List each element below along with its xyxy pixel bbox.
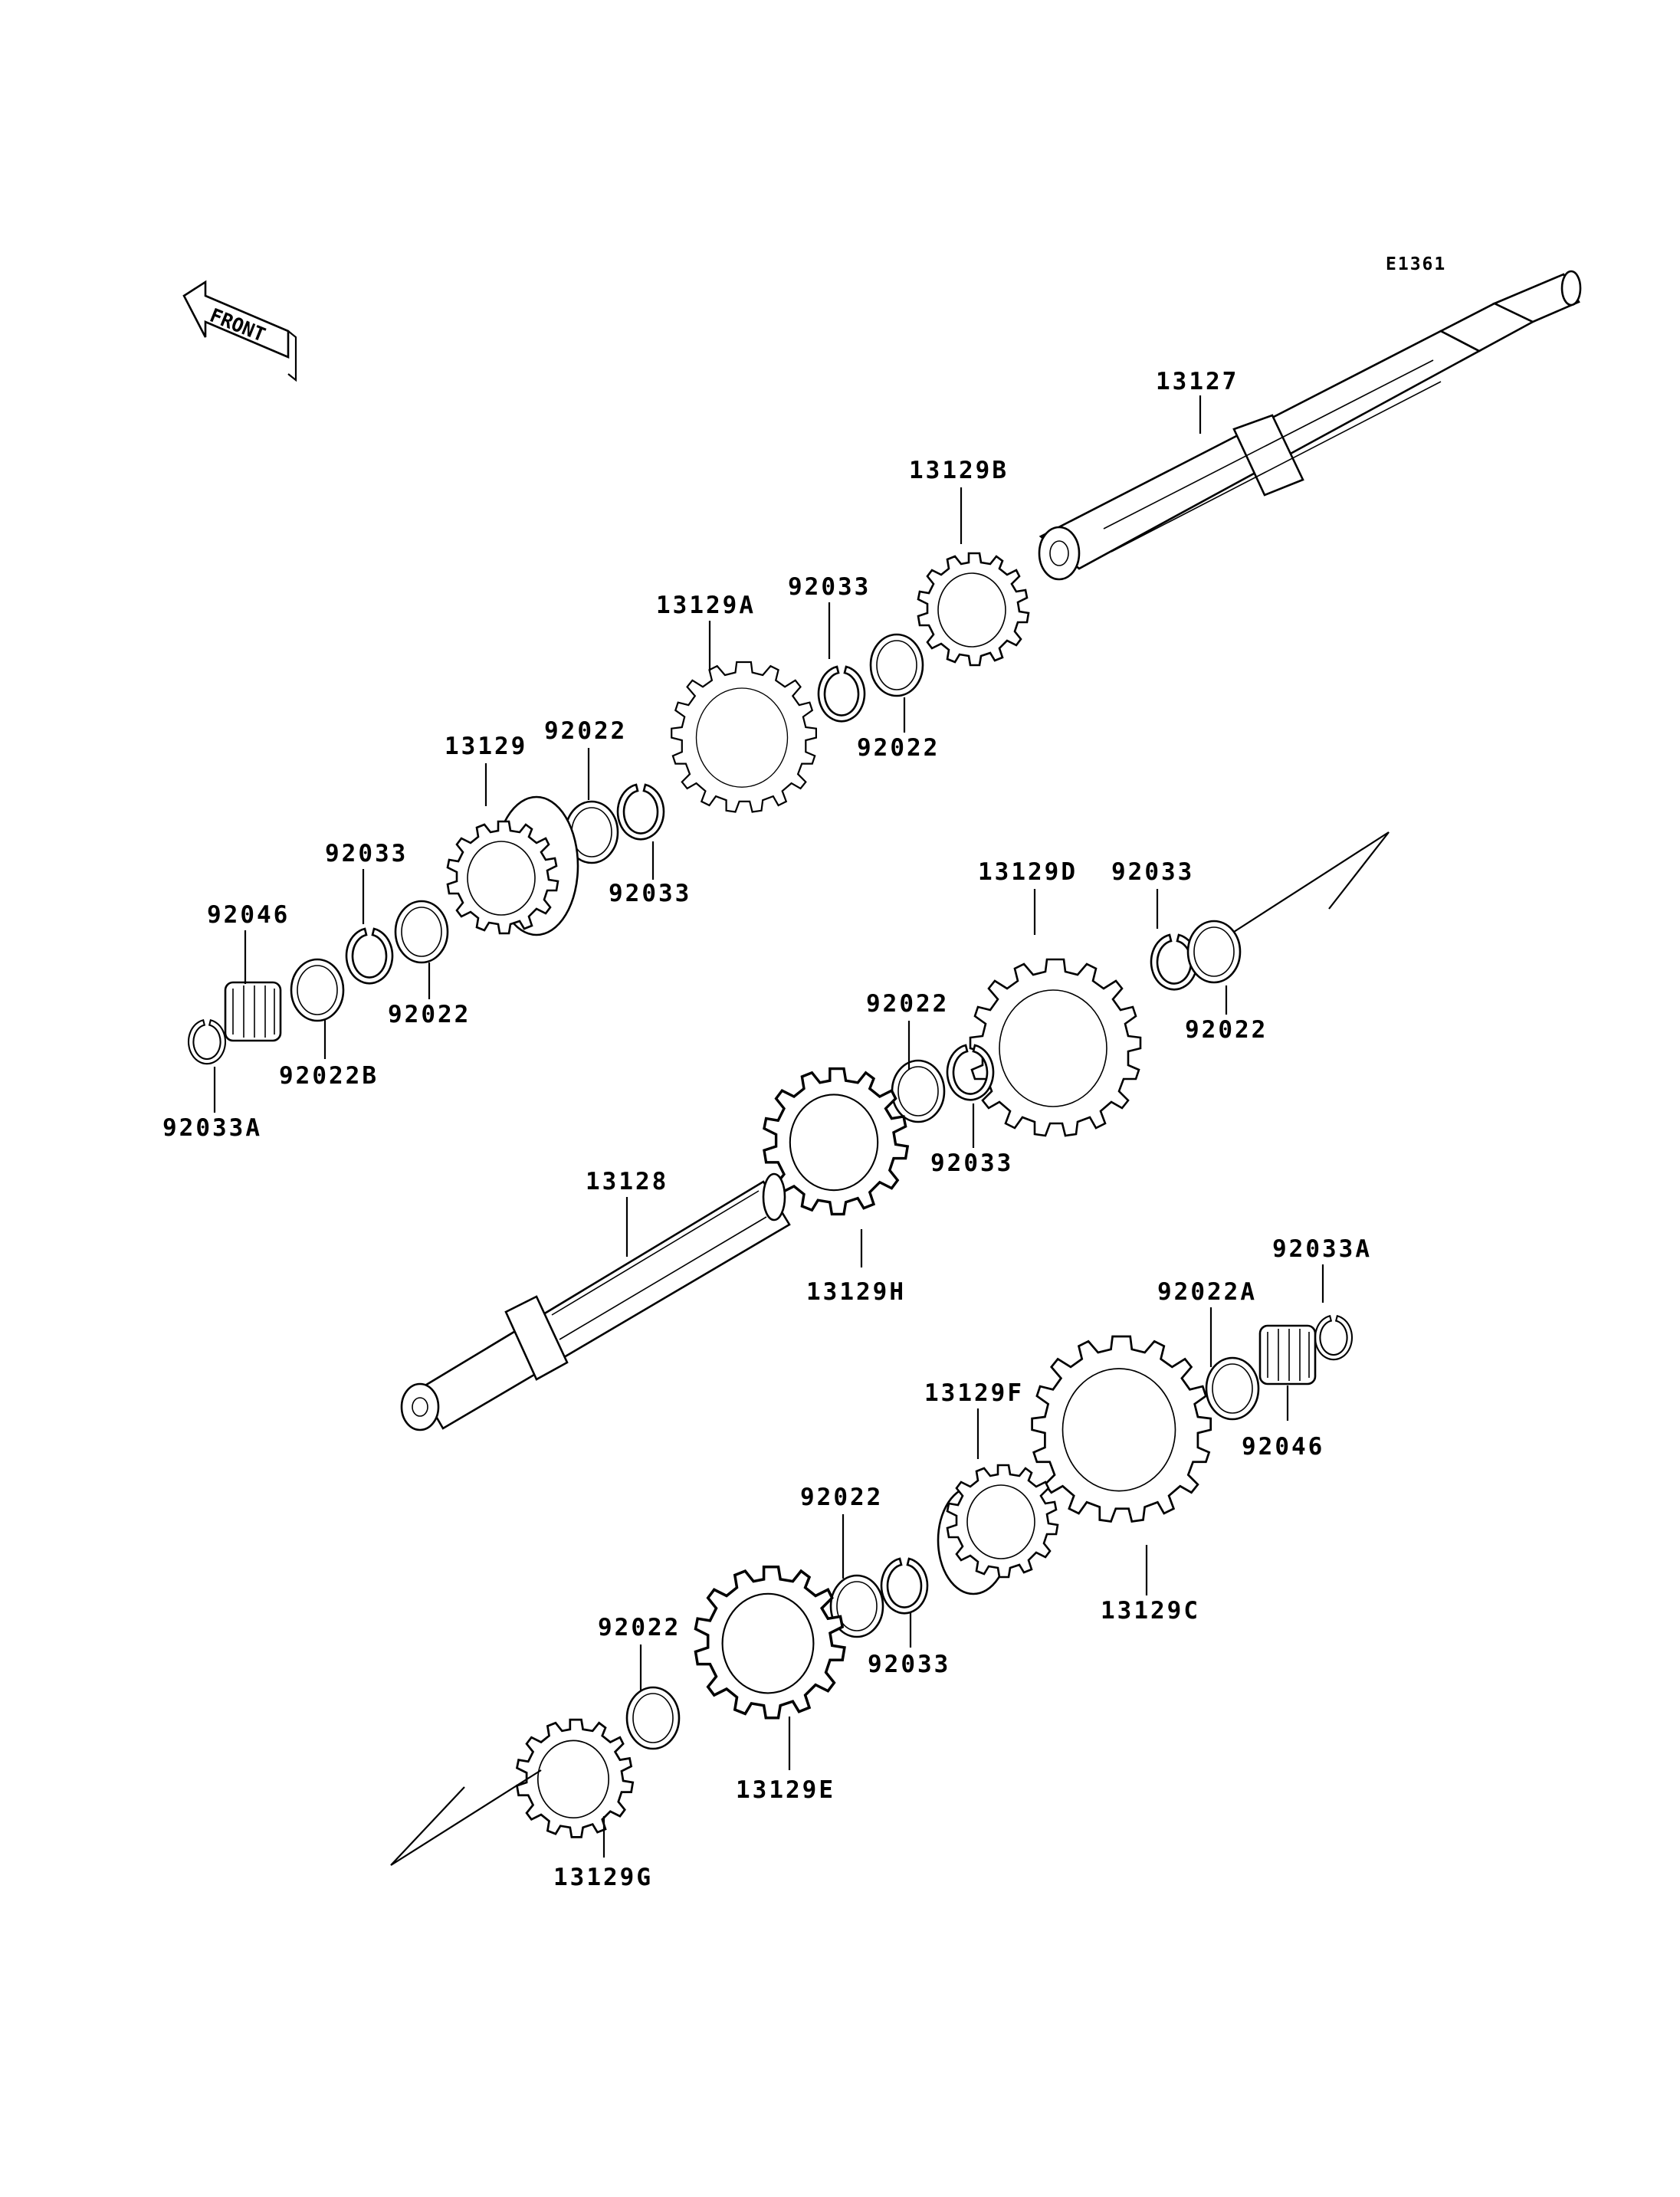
callout-92046-right: 92046 [1242, 1433, 1324, 1461]
circlip-92033-center [946, 1044, 995, 1101]
callout-13129: 13129 [445, 733, 527, 760]
callout-13129F: 13129F [924, 1379, 1024, 1407]
callout-92022-upper: 92022 [857, 734, 940, 762]
circlip-92033-upper [817, 665, 866, 723]
callout-13129H: 13129H [806, 1278, 906, 1306]
gear-13129B [917, 552, 1030, 667]
callout-13127: 13127 [1156, 368, 1239, 395]
gear-13129 [446, 795, 579, 936]
callout-13129G: 13129G [553, 1864, 653, 1891]
circlip-92033-lower [880, 1557, 929, 1615]
gear-13129A [671, 661, 818, 813]
circlip-92033A-right [1314, 1315, 1354, 1361]
callout-13129C: 13129C [1101, 1597, 1200, 1625]
callout-92033A-left: 92033A [162, 1114, 262, 1142]
callout-92022A: 92022A [1157, 1278, 1257, 1306]
input-shaft-13128 [400, 1172, 791, 1431]
washer-92022-left [394, 900, 449, 964]
callout-92022-right: 92022 [1185, 1016, 1268, 1044]
circlip-92033A-left [187, 1019, 227, 1065]
callout-92022-bottom: 92022 [598, 1614, 681, 1641]
output-shaft-13127 [1038, 270, 1582, 581]
washer-92022-right [1186, 920, 1242, 984]
alignment-line-lower [390, 1769, 542, 1866]
gear-13129H [763, 1067, 909, 1216]
washer-92022-upper [869, 633, 924, 697]
callout-92033-lower: 92033 [868, 1651, 950, 1678]
washer-92022A [1205, 1356, 1260, 1421]
callout-92033-left: 92033 [325, 840, 408, 867]
callout-92033-right: 92033 [1111, 858, 1194, 886]
callout-92033-center: 92033 [930, 1149, 1013, 1177]
gear-13129C [1031, 1335, 1212, 1523]
gear-13129F [937, 1464, 1059, 1595]
callout-13129A: 13129A [656, 592, 756, 619]
callout-92033A-right: 92033A [1272, 1235, 1372, 1263]
callout-13129D: 13129D [978, 858, 1078, 886]
callout-13128: 13128 [586, 1168, 668, 1195]
bearing-92046-left [224, 981, 282, 1042]
washer-92022-center [891, 1059, 946, 1123]
callout-92022-left: 92022 [388, 1001, 471, 1028]
callout-13129B: 13129B [909, 457, 1009, 484]
gear-13129G [516, 1718, 635, 1838]
callout-92022-mid: 92022 [544, 717, 627, 745]
leader-lines [213, 395, 1324, 1858]
callout-13129E: 13129E [736, 1776, 835, 1804]
callout-92033-mid: 92033 [609, 880, 691, 907]
callout-92033-upper: 92033 [788, 573, 871, 601]
callout-92022-center: 92022 [866, 990, 949, 1018]
callout-92022-lower: 92022 [800, 1484, 883, 1511]
bearing-92046-right [1258, 1324, 1317, 1385]
circlip-92033-mid [616, 783, 665, 841]
callout-92046-left: 92046 [207, 901, 290, 929]
gear-13129E [694, 1565, 846, 1720]
callout-92022B: 92022B [279, 1062, 379, 1090]
washer-92022B [290, 958, 345, 1022]
diagram-code: E1361 [1386, 254, 1446, 274]
circlip-92033-left [345, 927, 394, 985]
gear-13129D [969, 958, 1142, 1137]
alignment-line-upper [1233, 831, 1390, 933]
front-arrow-icon: FRONT [182, 280, 297, 382]
callout-labels: 13127 13129B 92033 92022 13129A 92022 13… [162, 368, 1372, 1891]
washer-92022-bottom [625, 1686, 681, 1750]
